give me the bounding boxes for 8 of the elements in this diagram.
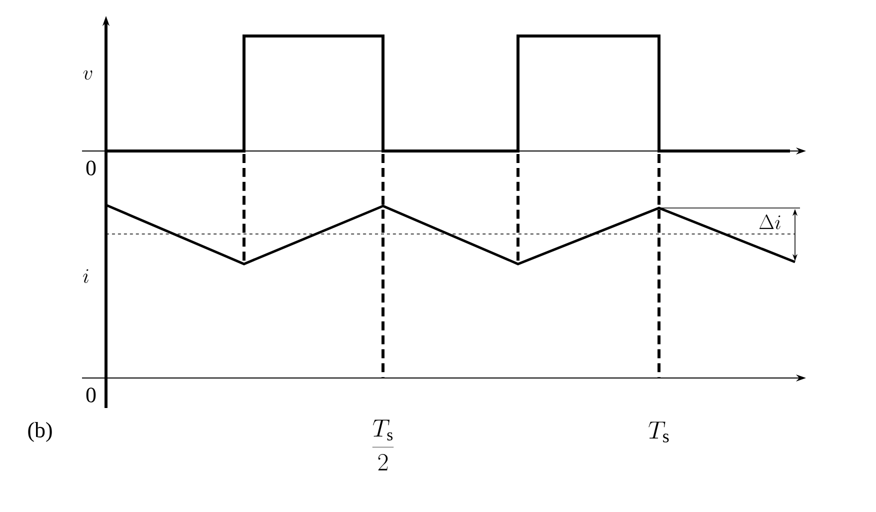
- axis-label: $\Delta i$: [759, 214, 780, 230]
- axis-label: $\frac{T_{\mathrm{s}}}{2}$: [372, 420, 394, 470]
- axis-label: $i$: [83, 269, 88, 283]
- axis-label: $T_{\mathrm{s}}$: [648, 422, 669, 442]
- axis-label: 0: [86, 160, 96, 176]
- axis-label: (b): [28, 422, 52, 442]
- axis-label: $v$: [83, 70, 92, 80]
- axis-label: 0: [86, 388, 96, 402]
